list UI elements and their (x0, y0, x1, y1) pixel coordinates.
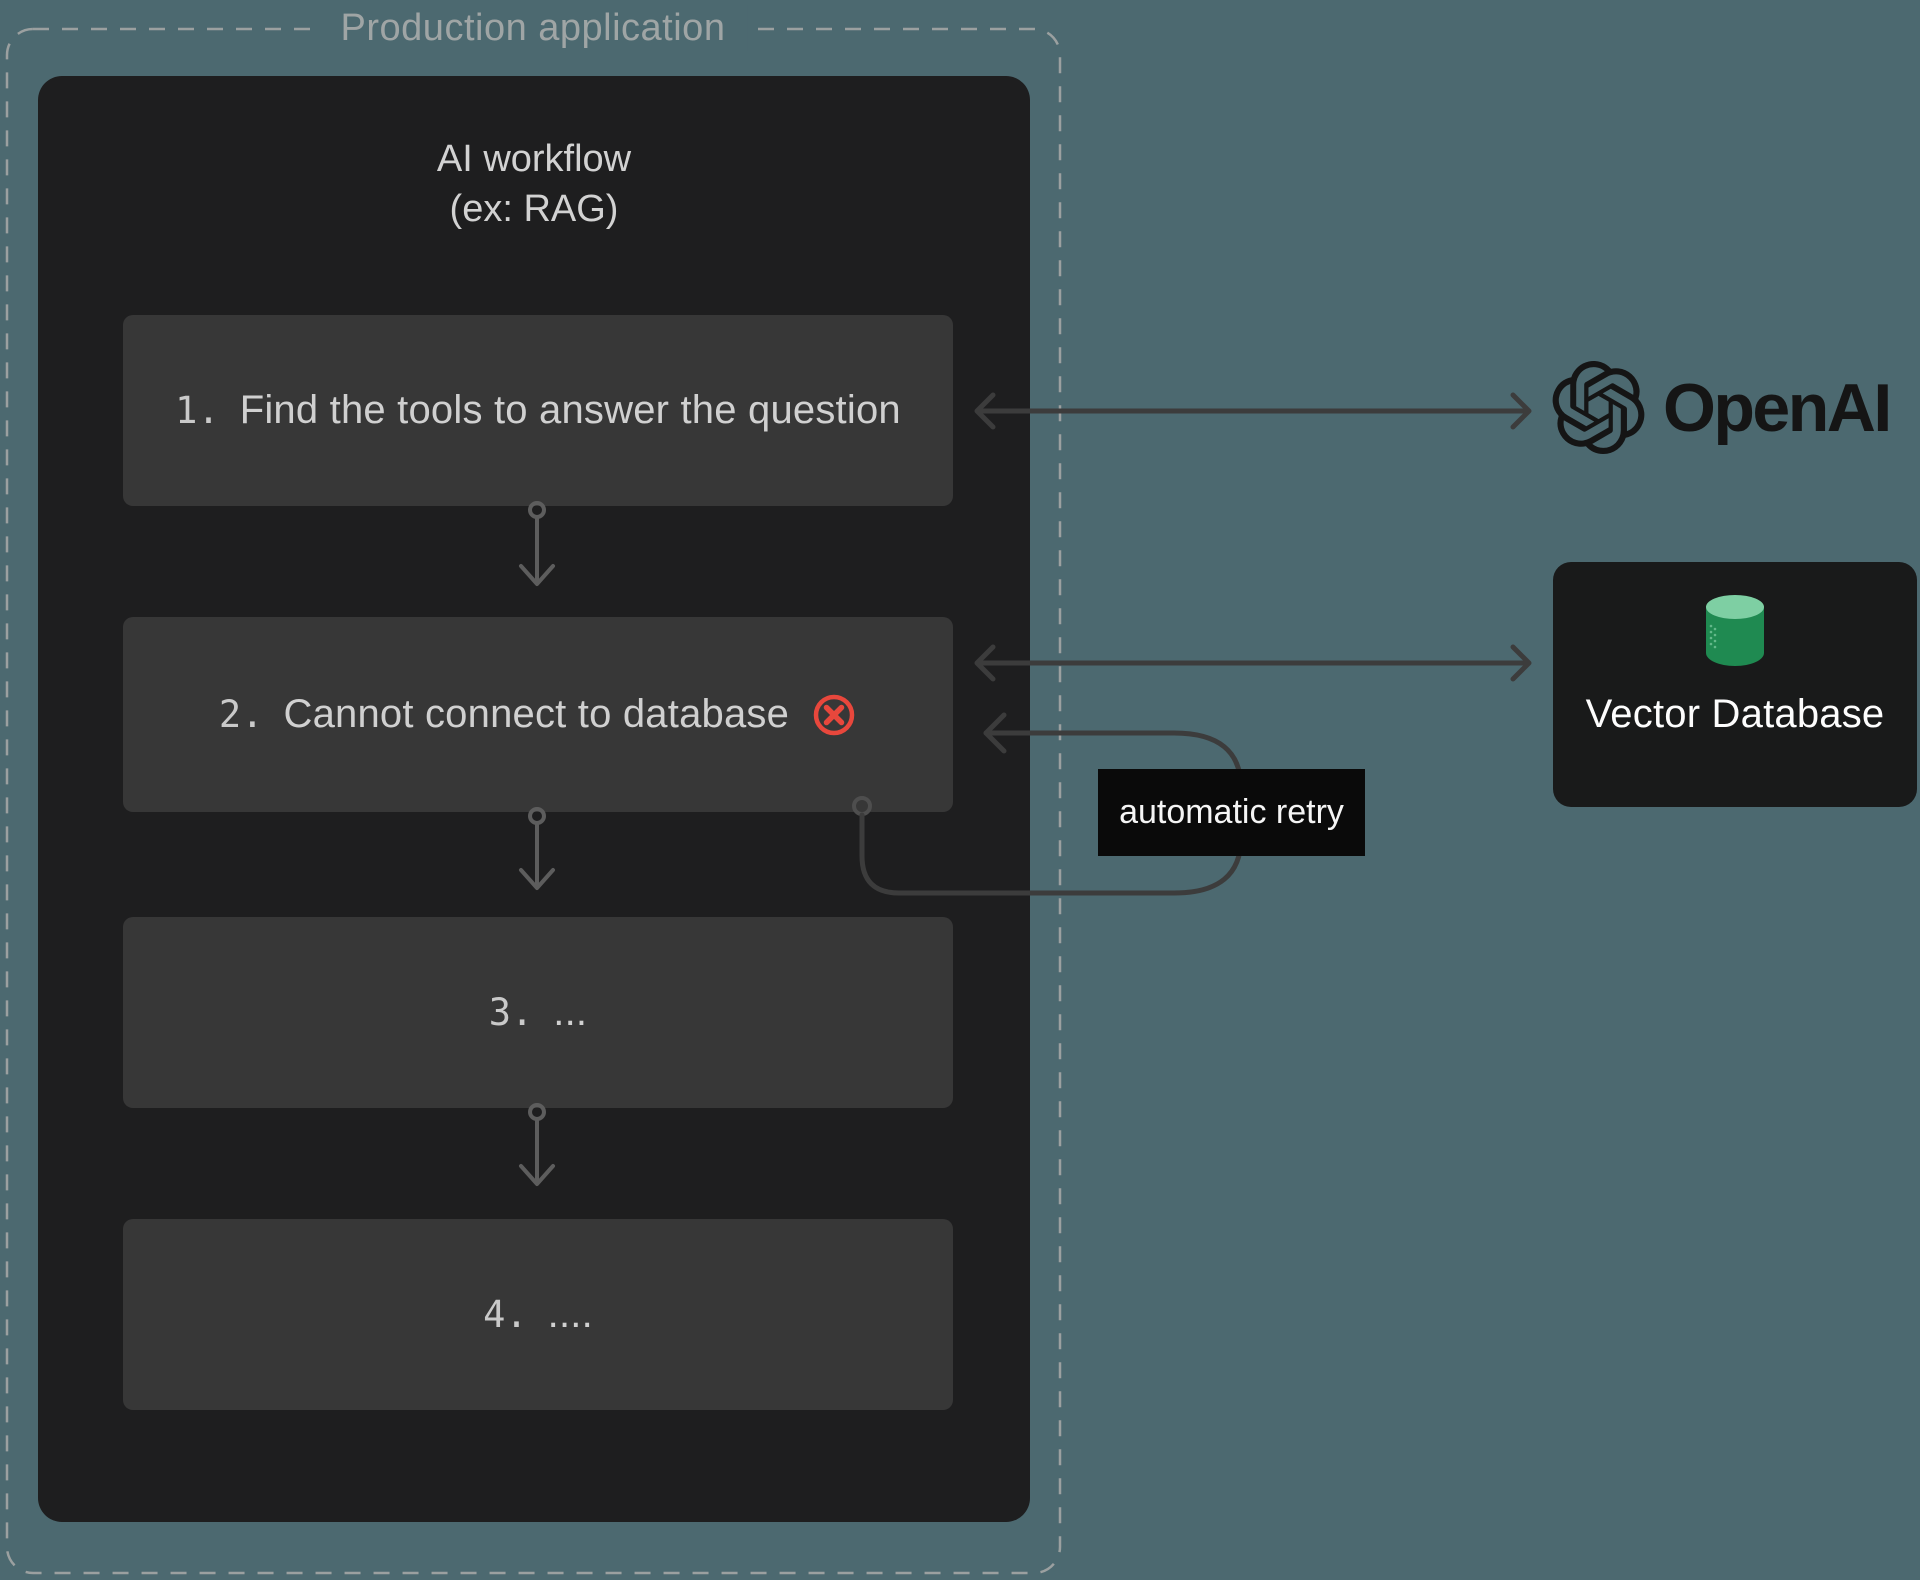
production-container-title: Production application (318, 5, 748, 51)
workflow-step-4: 4. .... (123, 1219, 953, 1410)
step-number: 3. (488, 991, 534, 1034)
step-label: Find the tools to answer the question (239, 388, 901, 432)
workflow-step-1: 1. Find the tools to answer the question (123, 315, 953, 506)
workflow-step-2: 2. Cannot connect to database (123, 617, 953, 812)
step-label: Cannot connect to database (283, 692, 790, 736)
cylinder-dot-texture (1709, 624, 1717, 649)
database-cylinder-icon (1706, 595, 1764, 666)
bidirectional-arrow-icon (974, 392, 1532, 430)
bidirectional-arrow-icon (974, 644, 1532, 682)
step-number: 2. (218, 693, 264, 736)
error-x-icon (813, 694, 855, 735)
step-number: 1. (175, 389, 220, 432)
workflow-title-line1: AI workflow (436, 138, 632, 180)
workflow-title: AI workflow (ex: RAG) (38, 134, 1030, 234)
step-label: .... (547, 1292, 593, 1336)
openai-wordmark: OpenAI (1663, 369, 1892, 446)
vector-database-label: Vector Database (1585, 692, 1885, 736)
step-label: ... (553, 990, 588, 1034)
vector-database-card: Vector Database (1553, 562, 1917, 807)
automatic-retry-label: automatic retry (1098, 769, 1365, 856)
ai-workflow-panel: AI workflow (ex: RAG) 1. Find the tools … (38, 76, 1030, 1522)
workflow-title-line2: (ex: RAG) (449, 188, 619, 230)
workflow-step-3: 3. ... (123, 917, 953, 1108)
openai-lockup: OpenAI (1552, 361, 1892, 454)
openai-logo-icon (1552, 361, 1645, 454)
step-number: 4. (483, 1293, 528, 1336)
